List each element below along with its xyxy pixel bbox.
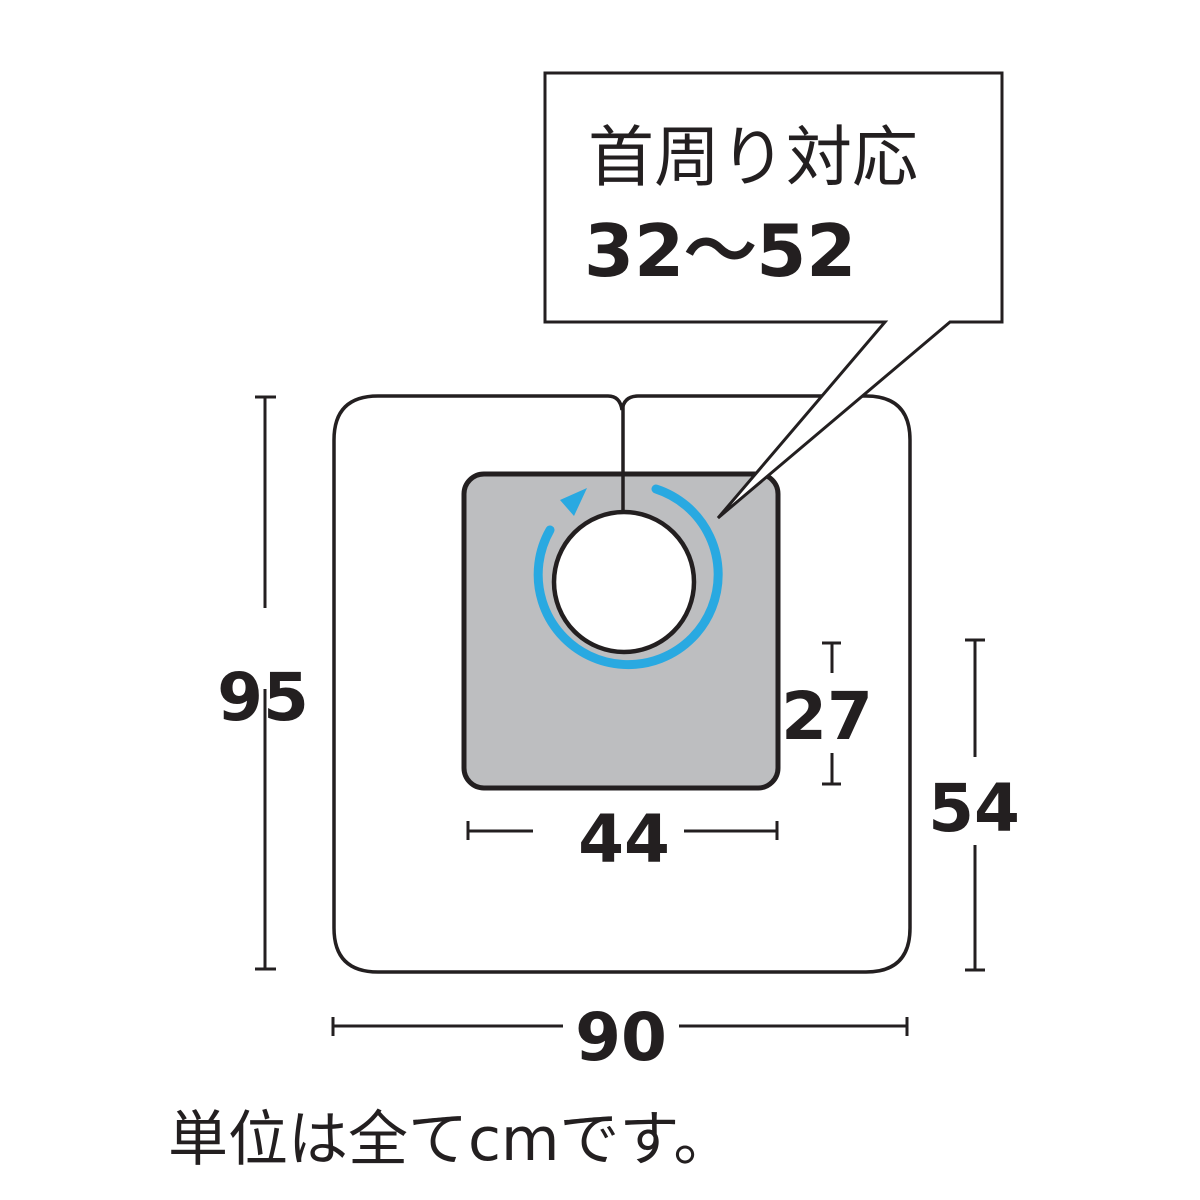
neck-hole [551,509,697,655]
units-note: 単位は全てcmです。 [168,1105,733,1175]
neck-size-callout: 首周り対応 32〜52 [543,71,1004,520]
dimension-inner-height [822,641,841,786]
lower-height-label: 54 [928,770,1020,847]
callout-range: 32〜52 [584,209,856,293]
overall-height-label: 95 [217,659,309,736]
dimension-overall-height [255,395,276,971]
inner-width-label: 44 [578,801,670,878]
dimension-lower-height [965,638,985,972]
dimension-inner-width [466,821,779,840]
callout-title: 首周り対応 [588,119,918,196]
circular-arrow-icon [533,484,723,670]
overall-width-label: 90 [575,999,667,1076]
dimension-overall-width [331,1017,909,1036]
inner-height-label: 27 [781,678,873,755]
